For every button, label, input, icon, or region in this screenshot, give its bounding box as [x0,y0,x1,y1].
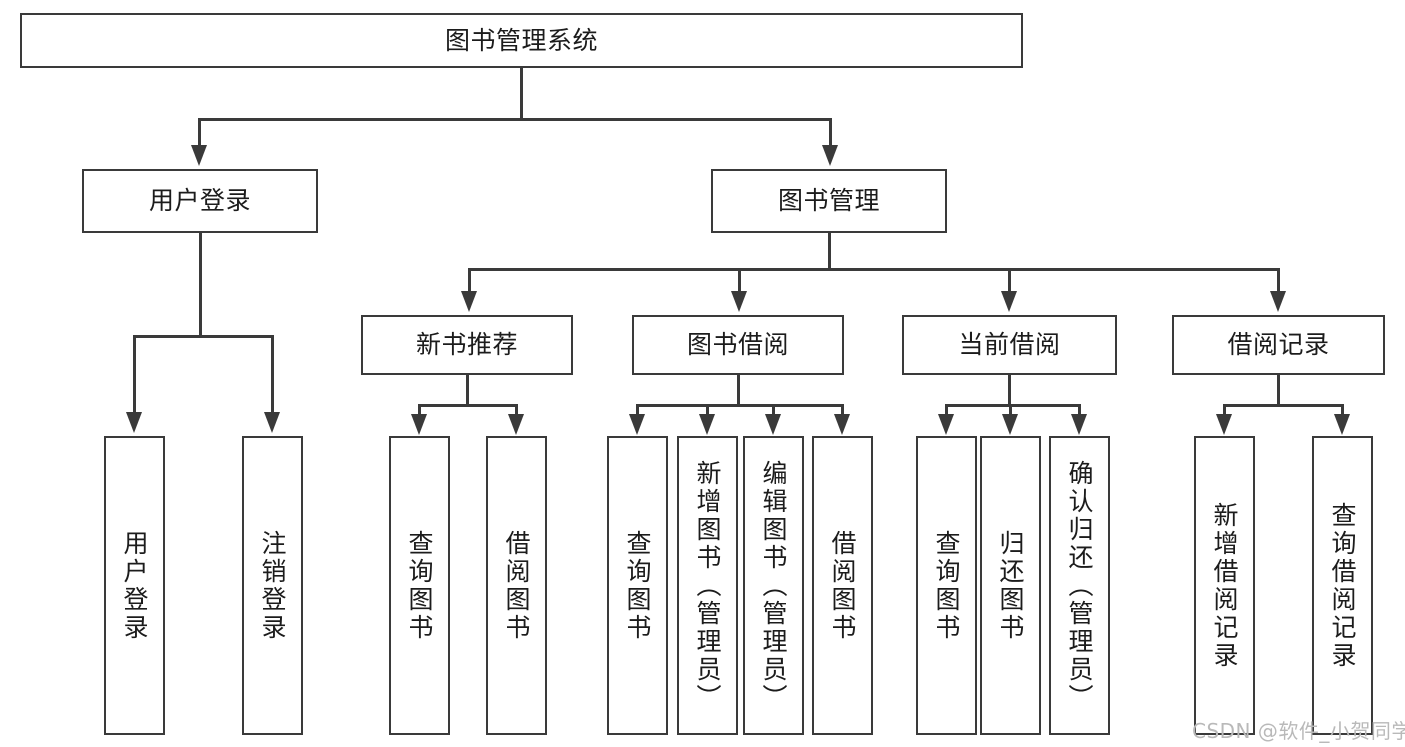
arrowhead-login-to-leaf-2 [264,412,280,433]
connector-root-trunk [520,68,523,119]
node-label: 确认归还（管理员） [1065,459,1094,712]
node-label: 借阅图书 [502,529,531,642]
arrowhead-bookmgmt-to-records [1270,291,1286,312]
node-user-login[interactable]: 用户登录 [82,169,318,233]
arrowhead-bookmgmt-to-current [1001,291,1017,312]
arrowhead-login-to-leaf-1 [126,412,142,433]
node-label: 查询图书 [932,529,961,642]
connector-borrow-trunk [737,375,740,406]
node-label: 归还图书 [996,529,1025,642]
leaf-edit-book-admin[interactable]: 编辑图书（管理员） [743,436,804,735]
arrowhead-borrow-to-leaf-1 [629,414,645,435]
connector-borrow-bus [636,404,843,407]
node-label: 借阅记录 [1227,330,1330,360]
node-borrow-records[interactable]: 借阅记录 [1172,315,1385,375]
connector-borrow-to-leaf-2 [706,404,709,418]
arrowhead-borrow-to-leaf-2 [699,414,715,435]
connector-current-to-leaf-1 [945,404,948,418]
connector-bookmgmt-to-newbooks [468,268,471,292]
node-label: 图书管理系统 [444,25,598,55]
connector-bookmgmt-trunk [828,233,831,269]
connector-newbooks-bus [418,404,517,407]
leaf-query-books-borrow[interactable]: 查询图书 [607,436,668,735]
node-current-borrow[interactable]: 当前借阅 [902,315,1117,375]
leaf-return-books[interactable]: 归还图书 [980,436,1041,735]
connector-root-to-login [198,118,201,145]
connector-newbooks-to-leaf-2 [515,404,518,418]
arrowhead-bookmgmt-to-borrow [731,291,747,312]
leaf-add-borrow-record[interactable]: 新增借阅记录 [1194,436,1255,735]
arrowhead-borrow-to-leaf-4 [834,414,850,435]
connector-borrow-to-leaf-1 [636,404,639,418]
node-label: 新增借阅记录 [1210,501,1239,670]
arrowhead-root-to-login [191,145,207,166]
node-label: 新增图书（管理员） [693,459,722,712]
node-label: 新书推荐 [415,330,518,360]
arrowhead-bookmgmt-to-newbooks [461,291,477,312]
arrowhead-root-to-bookmgmt [822,145,838,166]
connector-bookmgmt-bus [468,268,1279,271]
node-root-system[interactable]: 图书管理系统 [20,13,1023,68]
arrowhead-records-to-leaf-2 [1334,414,1350,435]
arrowhead-current-to-leaf-2 [1002,414,1018,435]
connector-root-bus [198,118,832,121]
connector-borrow-to-leaf-4 [841,404,844,418]
node-label: 当前借阅 [958,330,1061,360]
arrowhead-borrow-to-leaf-3 [765,414,781,435]
connector-login-to-leaf-1 [133,335,136,415]
node-label: 图书借阅 [686,330,789,360]
connector-login-to-leaf-2 [271,335,274,415]
node-label: 查询借阅记录 [1328,501,1357,670]
watermark-text: CSDN @软件_小贺同学 [1192,719,1405,743]
connector-records-to-leaf-2 [1341,404,1344,418]
node-label: 用户登录 [120,529,149,642]
node-label: 借阅图书 [828,529,857,642]
arrowhead-current-to-leaf-1 [938,414,954,435]
connector-current-to-leaf-3 [1078,404,1081,418]
leaf-query-books-current[interactable]: 查询图书 [916,436,977,735]
connector-records-bus [1223,404,1343,407]
connector-records-to-leaf-1 [1223,404,1226,418]
node-label: 查询图书 [405,529,434,642]
connector-newbooks-trunk [466,375,469,406]
arrowhead-current-to-leaf-3 [1071,414,1087,435]
connector-current-trunk [1008,375,1011,406]
leaf-user-login[interactable]: 用户登录 [104,436,165,735]
leaf-query-books-newbooks[interactable]: 查询图书 [389,436,450,735]
connector-login-bus [133,335,273,338]
node-label: 编辑图书（管理员） [759,459,788,712]
leaf-confirm-return-admin[interactable]: 确认归还（管理员） [1049,436,1110,735]
node-label: 用户登录 [148,186,251,216]
arrowhead-newbooks-to-leaf-1 [411,414,427,435]
leaf-borrow-books-borrow[interactable]: 借阅图书 [812,436,873,735]
node-new-book-recommend[interactable]: 新书推荐 [361,315,573,375]
leaf-query-borrow-record[interactable]: 查询借阅记录 [1312,436,1373,735]
node-label: 注销登录 [258,529,287,642]
leaf-borrow-books-newbooks[interactable]: 借阅图书 [486,436,547,735]
node-book-borrow[interactable]: 图书借阅 [632,315,844,375]
node-label: 图书管理 [777,186,880,216]
connector-current-bus [945,404,1080,407]
leaf-logout[interactable]: 注销登录 [242,436,303,735]
node-book-management[interactable]: 图书管理 [711,169,947,233]
connector-records-trunk [1277,375,1280,406]
connector-current-to-leaf-2 [1009,404,1012,418]
connector-bookmgmt-to-records [1277,268,1280,292]
arrowhead-records-to-leaf-1 [1216,414,1232,435]
node-label: 查询图书 [623,529,652,642]
connector-root-to-bookmgmt [829,118,832,145]
connector-newbooks-to-leaf-1 [418,404,421,418]
connector-login-trunk [199,233,202,335]
arrowhead-newbooks-to-leaf-2 [508,414,524,435]
connector-bookmgmt-to-current [1008,268,1011,292]
connector-bookmgmt-to-borrow [738,268,741,292]
leaf-add-book-admin[interactable]: 新增图书（管理员） [677,436,738,735]
connector-borrow-to-leaf-3 [772,404,775,418]
